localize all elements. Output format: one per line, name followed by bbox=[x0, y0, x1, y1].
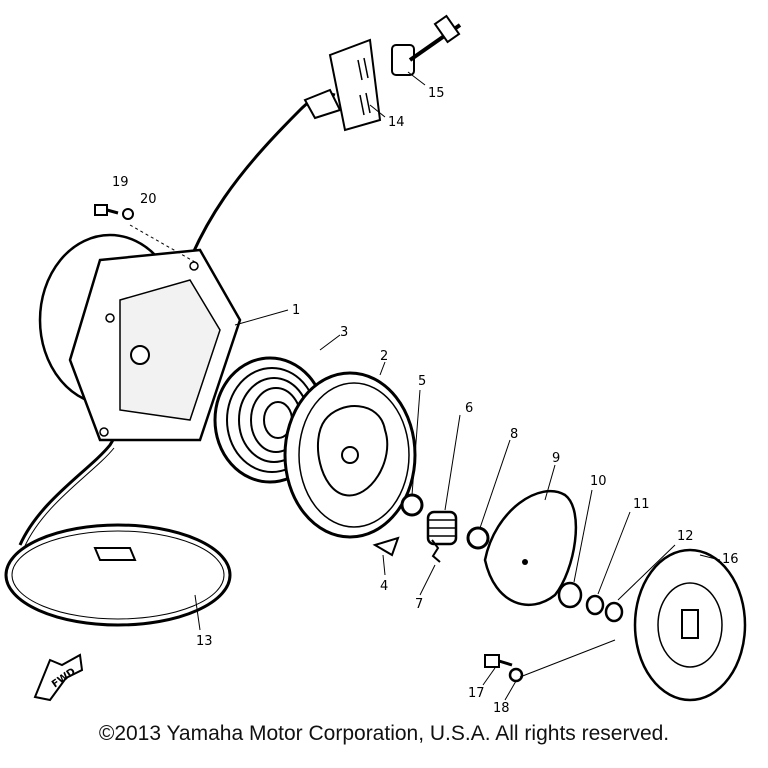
callout-3: 3 bbox=[340, 325, 348, 340]
callout-4: 4 bbox=[380, 579, 388, 594]
bolts bbox=[94, 204, 524, 683]
callout-5: 5 bbox=[418, 374, 426, 389]
callout-11: 11 bbox=[633, 497, 650, 512]
callout-10: 10 bbox=[590, 474, 607, 489]
callout-17: 17 bbox=[468, 686, 485, 701]
callout-1: 1 bbox=[292, 303, 300, 318]
starter-housing bbox=[38, 233, 242, 442]
callout-19: 19 bbox=[112, 175, 129, 190]
callout-8: 8 bbox=[510, 427, 518, 442]
callout-9: 9 bbox=[552, 451, 560, 466]
callout-12: 12 bbox=[677, 529, 694, 544]
callout-16: 16 bbox=[722, 552, 739, 567]
callout-20: 20 bbox=[140, 192, 157, 207]
fwd-arrow-icon: FWD bbox=[33, 653, 84, 702]
parts-diagram: 1 2 3 4 5 6 7 8 9 10 11 12 13 14 15 16 1… bbox=[4, 14, 747, 716]
ratchet-parts bbox=[372, 493, 490, 563]
copyright-notice: ©2013 Yamaha Motor Corporation, U.S.A. A… bbox=[98, 722, 670, 745]
callout-13: 13 bbox=[196, 634, 213, 649]
washers-nuts bbox=[557, 581, 624, 623]
cable-end bbox=[391, 14, 462, 76]
callout-15: 15 bbox=[428, 86, 445, 101]
leader-lines bbox=[129, 71, 721, 701]
callout-18: 18 bbox=[493, 701, 510, 716]
handle-grip bbox=[303, 38, 382, 132]
callout-2: 2 bbox=[380, 349, 388, 364]
starter-cup bbox=[633, 548, 747, 702]
callout-14: 14 bbox=[388, 115, 405, 130]
callout-7: 7 bbox=[415, 597, 423, 612]
drive-plate bbox=[483, 489, 578, 606]
callout-6: 6 bbox=[465, 401, 473, 416]
starter-pulley bbox=[283, 371, 417, 539]
